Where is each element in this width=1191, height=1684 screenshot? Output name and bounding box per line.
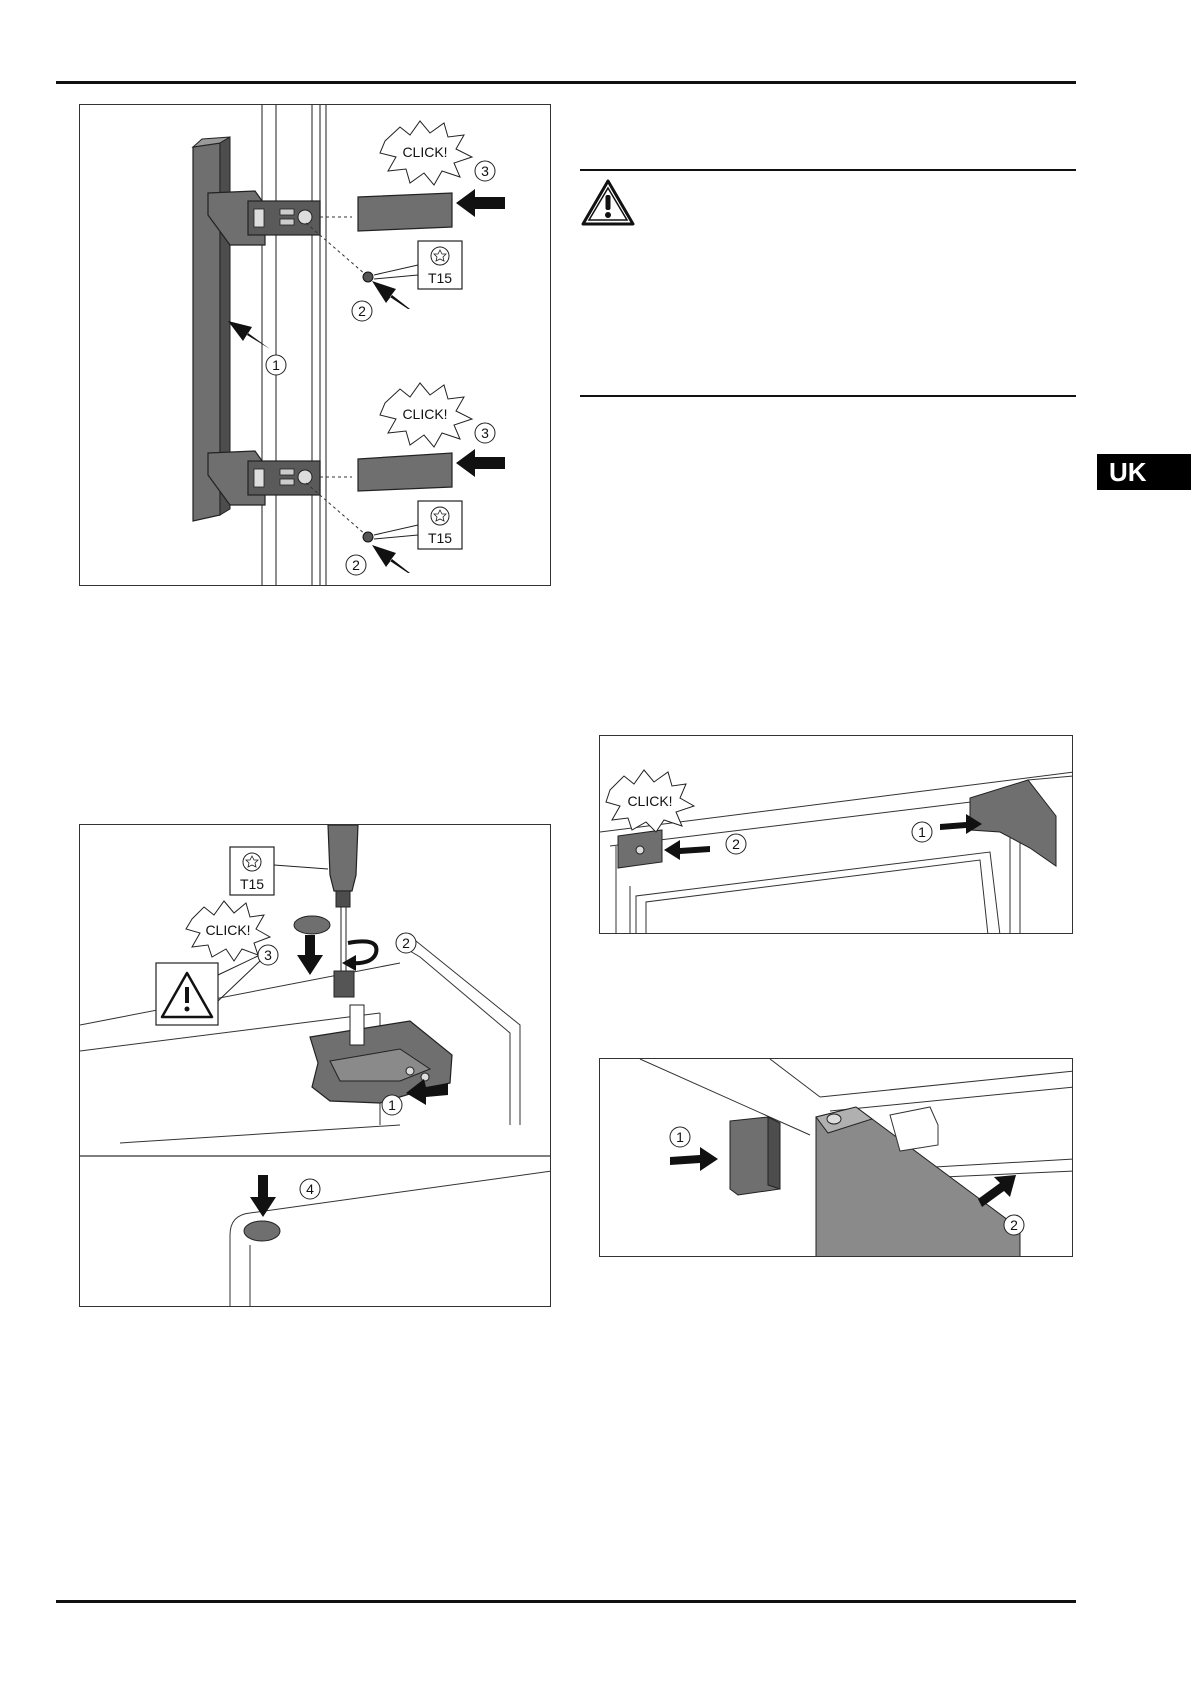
top-cover-callout-2: 2 bbox=[732, 836, 740, 852]
language-tab: UK bbox=[1097, 454, 1191, 490]
warning-box-top-rule bbox=[580, 169, 1076, 171]
side-block-callout-1: 1 bbox=[676, 1129, 684, 1145]
door-edge bbox=[262, 105, 326, 586]
hinge-callout-4: 4 bbox=[306, 1181, 314, 1197]
hinge-callout-1: 1 bbox=[388, 1097, 396, 1113]
handle-click-top: CLICK! bbox=[402, 144, 447, 160]
mounting-plate-top bbox=[248, 201, 320, 235]
hinge-cover-cap-bottom bbox=[244, 1221, 280, 1241]
side-block-callout-2: 2 bbox=[1010, 1217, 1018, 1233]
hinge-callout-3: 3 bbox=[264, 947, 272, 963]
handle-callout-2-top: 2 bbox=[358, 303, 366, 319]
screw-top bbox=[363, 272, 373, 282]
handle-tool-bottom: T15 bbox=[428, 530, 452, 546]
handle-click-bottom: CLICK! bbox=[402, 406, 447, 422]
cover-cap-bottom bbox=[358, 453, 452, 491]
hinge-warning-box bbox=[156, 955, 260, 1025]
push-arrows bbox=[228, 189, 505, 573]
warning-triangle-icon bbox=[580, 178, 636, 228]
screw-bottom bbox=[363, 532, 373, 542]
handle-callout-3-top: 3 bbox=[481, 163, 489, 179]
hinge-tool: T15 bbox=[240, 876, 264, 892]
handle-callout-3-bottom: 3 bbox=[481, 425, 489, 441]
hinge-cover-cap bbox=[294, 916, 330, 934]
figure-hinge-mounting: CLICK! T15 3 2 1 4 bbox=[79, 824, 551, 1307]
cover-cap-top bbox=[358, 193, 452, 231]
bottom-rule bbox=[56, 1600, 1076, 1603]
hinge-callout-2: 2 bbox=[402, 935, 410, 951]
warning-box-bottom-rule bbox=[580, 395, 1076, 397]
figure-side-block: 1 2 bbox=[599, 1058, 1073, 1257]
figure-top-cover: CLICK! 2 1 bbox=[599, 735, 1073, 934]
hinge-click: CLICK! bbox=[205, 922, 250, 938]
screwdriver bbox=[328, 825, 358, 997]
handle-tool-top: T15 bbox=[428, 270, 452, 286]
top-cover-callout-1: 1 bbox=[918, 824, 926, 840]
figure-handle-mounting: CLICK! CLICK! T15 T15 1 2 3 3 2 bbox=[79, 104, 551, 586]
mounting-plate-bottom bbox=[248, 461, 320, 495]
handle-callout-1: 1 bbox=[272, 357, 280, 373]
top-rule bbox=[56, 81, 1076, 84]
handle-callout-2-bottom: 2 bbox=[352, 557, 360, 573]
top-cover-click: CLICK! bbox=[627, 793, 672, 809]
